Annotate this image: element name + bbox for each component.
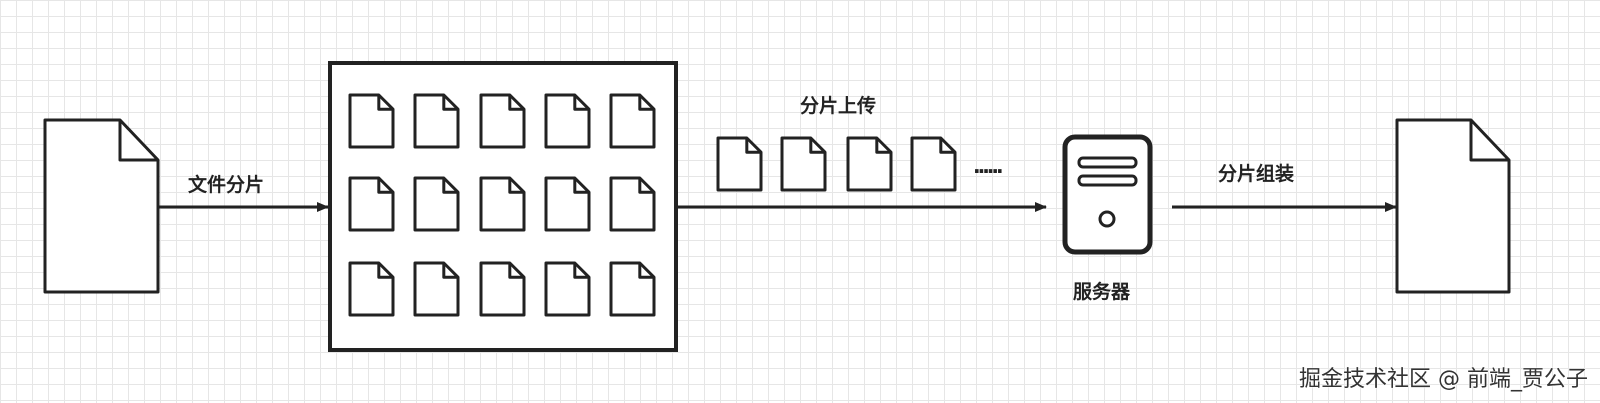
chunk-icon	[716, 136, 763, 192]
chunk-icon	[413, 93, 460, 149]
chunk-icon	[413, 176, 460, 232]
upload-label: 分片上传	[800, 95, 877, 117]
source-file-icon	[43, 118, 160, 294]
chunk-icon	[348, 93, 395, 149]
chunk-icon	[479, 93, 526, 149]
chunk-icon	[479, 261, 526, 317]
chunk-icon	[609, 93, 656, 149]
chunk-icon	[846, 136, 893, 192]
chunk-icon	[413, 261, 460, 317]
server-icon	[1062, 134, 1153, 255]
chunk-icon	[479, 176, 526, 232]
chunk-icon	[348, 176, 395, 232]
chunk-icon	[609, 261, 656, 317]
chunk-icon	[348, 261, 395, 317]
assembled-file-icon	[1395, 118, 1511, 294]
chunk-icon	[780, 136, 827, 192]
server-label: 服务器	[1073, 281, 1131, 303]
uploading-chunks	[716, 136, 957, 192]
chunk-icon	[544, 93, 591, 149]
ellipsis-label: ······	[973, 159, 1004, 183]
chunk-icon	[910, 136, 957, 192]
chunk-grid	[348, 93, 656, 317]
split-label: 文件分片	[188, 174, 265, 196]
watermark: 掘金技术社区 @ 前端_贾公子	[1299, 367, 1588, 392]
chunk-icon	[544, 176, 591, 232]
chunk-icon	[609, 176, 656, 232]
assemble-label: 分片组装	[1218, 163, 1295, 185]
chunk-icon	[544, 261, 591, 317]
